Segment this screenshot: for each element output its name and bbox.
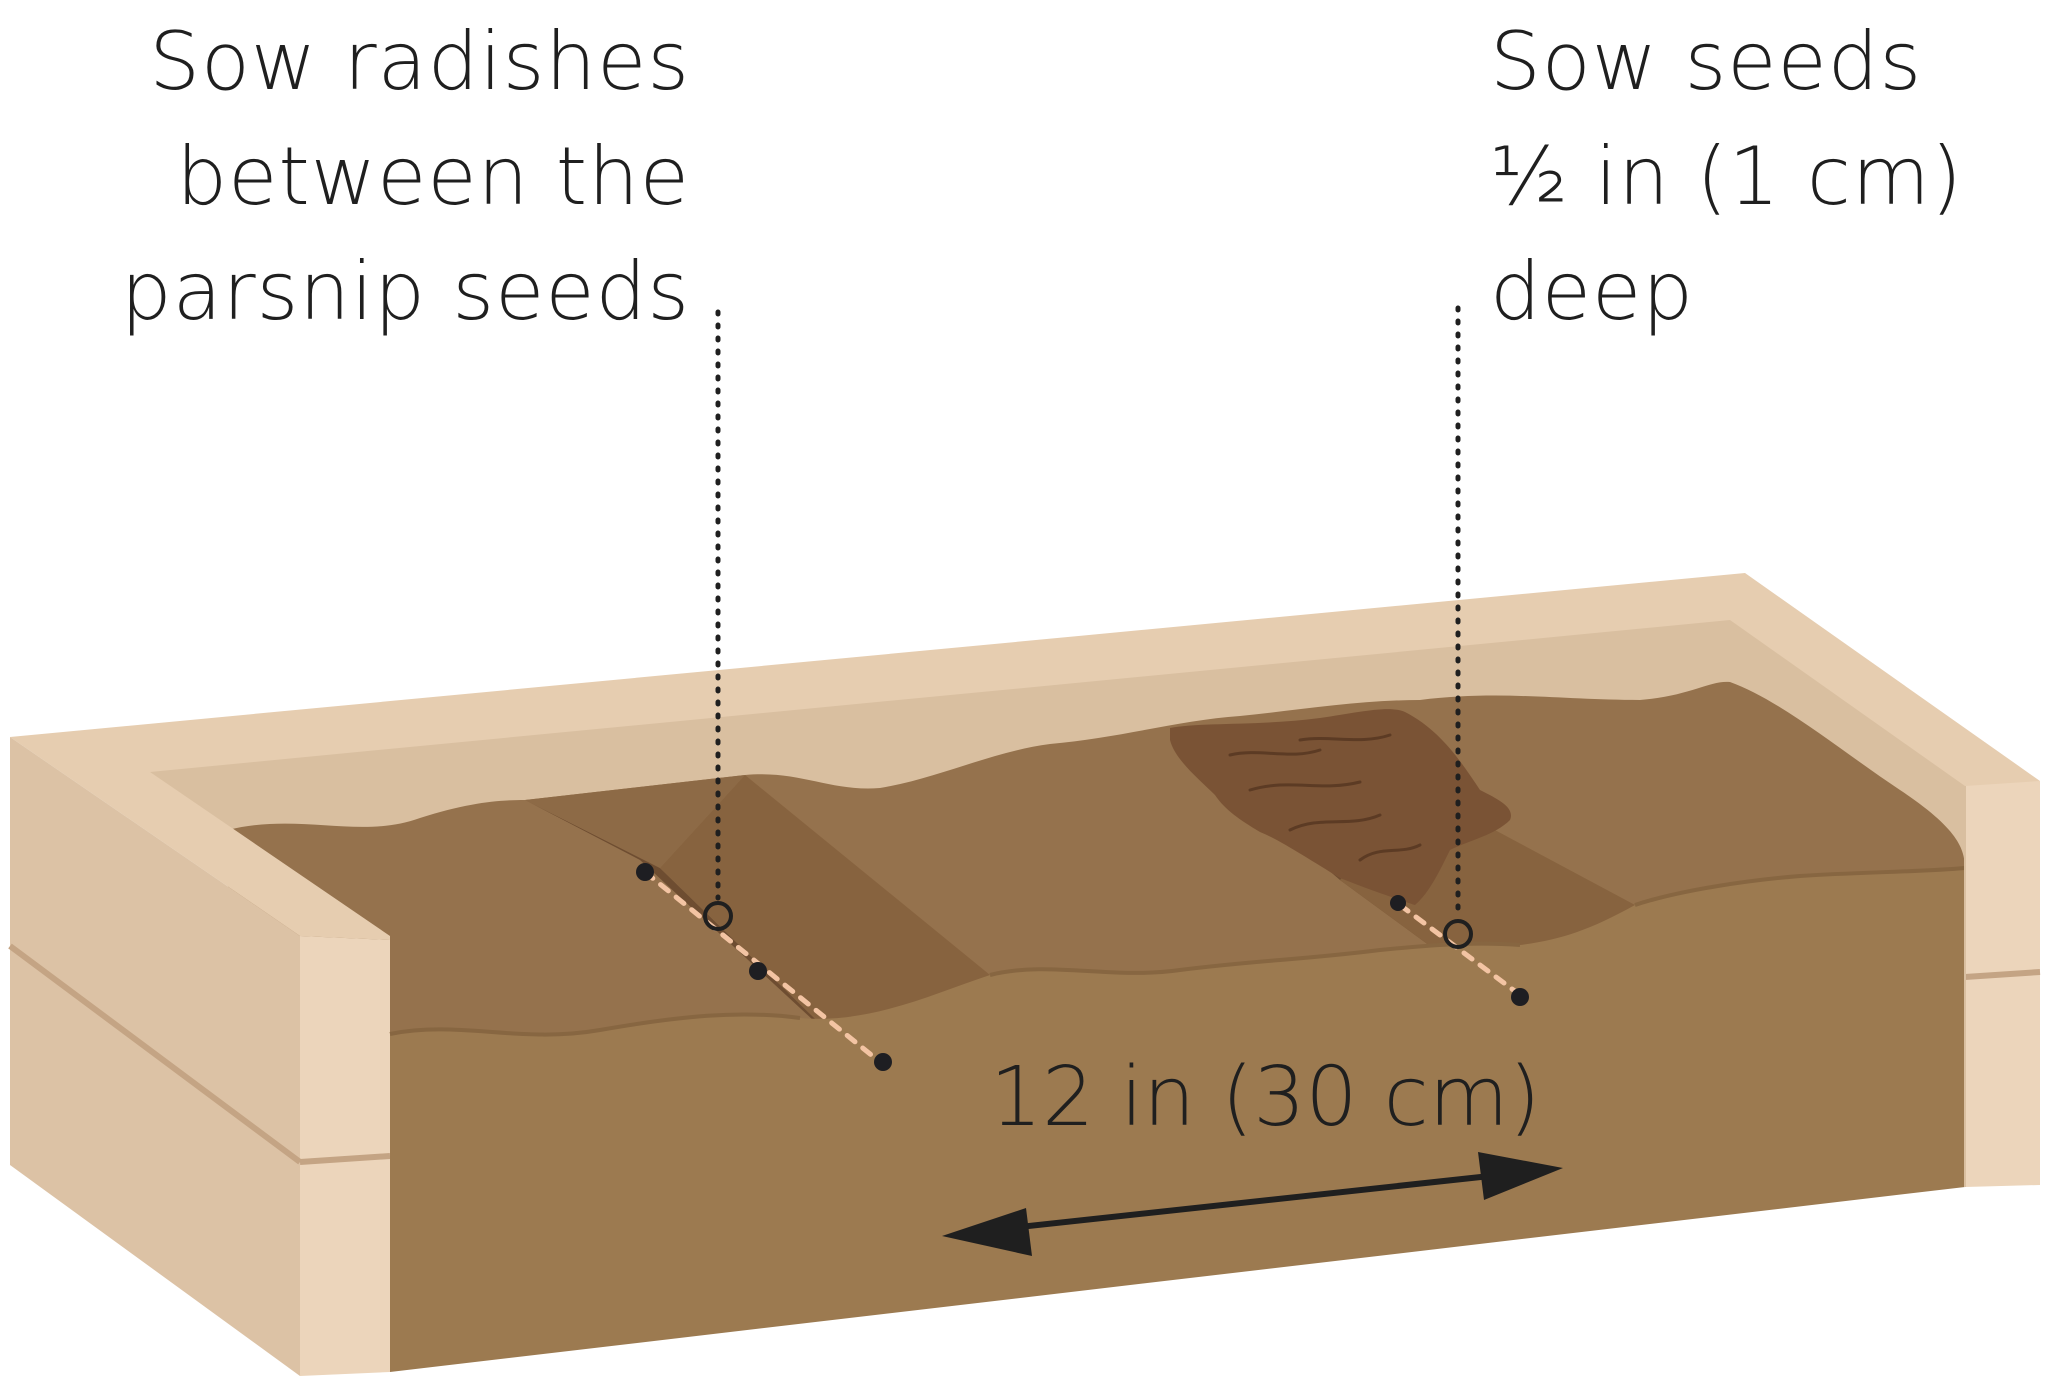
callout-left-line-2: between the [176,130,690,223]
callout-left-line-1: Sow radishes [149,15,690,108]
soil-strata-line [389,1012,801,1037]
frame-right-post-joint [1964,969,2041,980]
callout-sow-radishes: Sow radishes between the parsnip seeds [100,4,690,349]
soil-mound-texture [1228,733,1422,862]
frame-right-post [1965,781,2040,1187]
callout-sow-depth: Sow seeds ½ in (1 cm) deep [1490,4,2048,349]
leader-target-left [703,901,733,931]
spacing-arrow-shaft [1009,1173,1491,1231]
callout-right-line-3: deep [1490,245,1694,338]
seed-left-3 [874,1053,892,1071]
frame-left-top-edge [10,737,390,940]
seed-line-right [1397,902,1523,998]
leader-target-right [1443,919,1473,949]
callout-right-line-1: Sow seeds [1490,15,1923,108]
soil-front-face [390,868,1965,1372]
seed-right-2 [1511,988,1529,1006]
callout-left-line-3: parsnip seeds [120,245,690,338]
frame-left-post-joint [299,1153,391,1165]
seed-left-1 [636,863,654,881]
spacing-arrow-head-left [942,1208,1032,1256]
spacing-arrow-head-right [1478,1152,1563,1200]
furrow-left-back-face [525,775,745,868]
seed-right-1 [1390,895,1406,911]
soil-mound [1170,709,1511,905]
frame-left-board-joint [8,943,302,1165]
seed-left-2 [749,962,767,980]
spacing-label: 12 in (30 cm) [990,1050,1541,1145]
soil-strata-line-3 [1634,866,1966,907]
callout-right-line-2: ½ in (1 cm) [1490,130,1963,223]
